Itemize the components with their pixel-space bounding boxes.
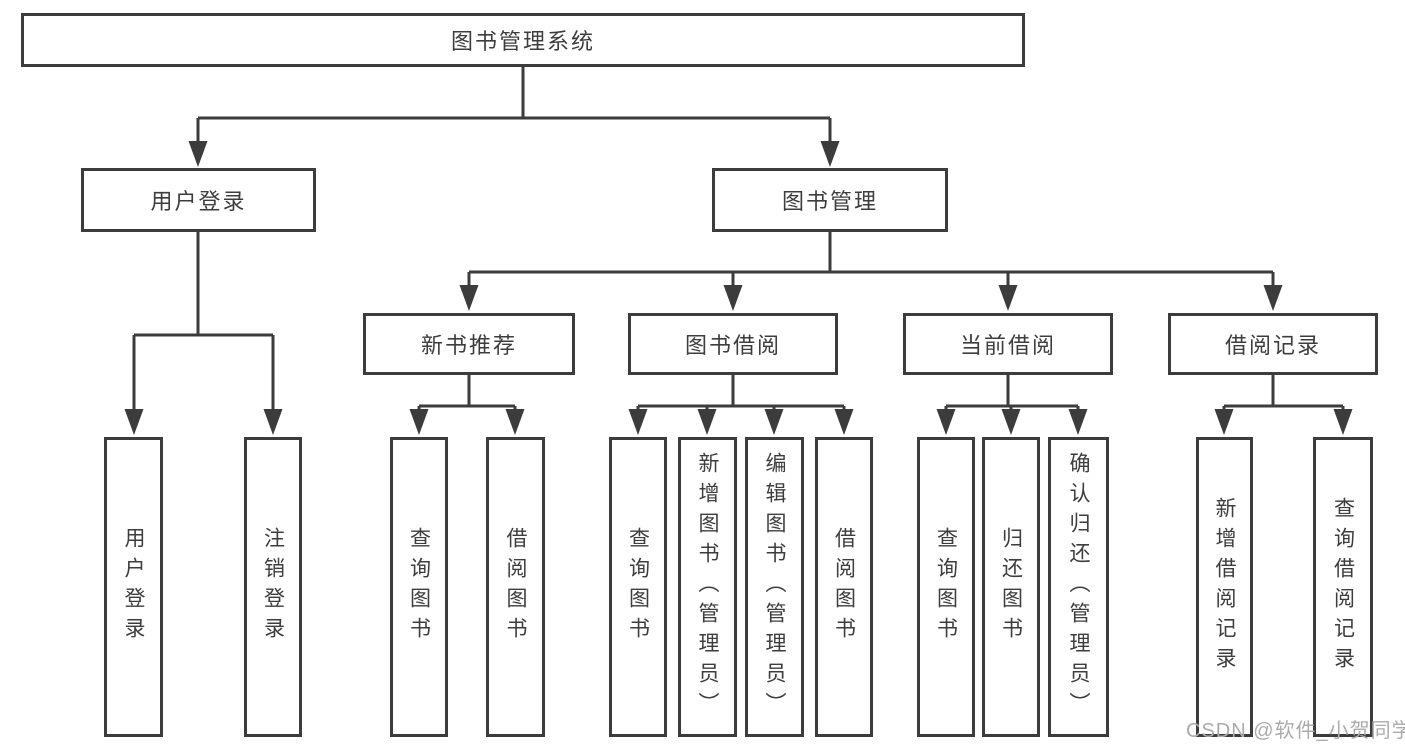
leaf-label: 新增图书（管理员） (696, 452, 719, 722)
leaf-label: 用户登录 (122, 527, 145, 647)
leaf-logout: 注销登录 (244, 437, 302, 737)
node-label: 用户登录 (150, 189, 247, 214)
leaf-return-books: 归还图书 (982, 437, 1040, 737)
node-borrowing-records: 借阅记录 (1168, 313, 1378, 375)
leaf-label: 确认归还（管理员） (1067, 452, 1090, 722)
leaf-label: 注销登录 (261, 527, 285, 647)
leaf-query-books-current: 查询图书 (917, 437, 975, 737)
leaf-edit-books-admin: 编辑图书（管理员） (745, 437, 804, 737)
leaf-label: 查询图书 (934, 527, 958, 647)
leaf-label: 新增借阅记录 (1213, 497, 1236, 677)
leaf-label: 归还图书 (999, 527, 1023, 647)
leaf-add-books-admin: 新增图书（管理员） (678, 437, 737, 737)
leaf-label: 查询图书 (407, 527, 431, 647)
leaf-label: 借阅图书 (504, 527, 527, 647)
leaf-borrow-books-recommend: 借阅图书 (486, 437, 545, 737)
node-label: 新书推荐 (420, 333, 517, 358)
node-book-borrowing: 图书借阅 (628, 313, 838, 375)
node-user-login: 用户登录 (81, 168, 316, 232)
leaf-user-login: 用户登录 (104, 437, 163, 737)
node-label: 借阅记录 (1224, 333, 1321, 358)
arrowheads (124, 141, 1353, 435)
leaf-add-borrow-record: 新增借阅记录 (1196, 437, 1253, 737)
leaf-label: 编辑图书（管理员） (763, 452, 786, 722)
leaf-borrow-books: 借阅图书 (815, 437, 873, 737)
leaf-query-borrow-record: 查询借阅记录 (1313, 437, 1373, 737)
node-label: 图书管理系统 (450, 29, 595, 54)
node-book-management: 图书管理 (712, 168, 948, 232)
leaf-confirm-return-admin: 确认归还（管理员） (1048, 437, 1109, 737)
node-label: 当前借阅 (959, 333, 1056, 358)
node-label: 图书管理 (781, 189, 878, 214)
node-current-borrowing: 当前借阅 (903, 313, 1113, 375)
node-label: 图书借阅 (684, 333, 781, 358)
leaf-query-books-borrowing: 查询图书 (609, 437, 667, 737)
leaf-query-books-recommend: 查询图书 (390, 437, 448, 737)
leaf-label: 借阅图书 (832, 527, 856, 647)
watermark: CSDN @软件_小贺同学 (1186, 720, 1405, 742)
node-root: 图书管理系统 (21, 13, 1025, 67)
leaf-label: 查询图书 (626, 527, 650, 647)
leaf-label: 查询借阅记录 (1331, 497, 1355, 677)
node-new-book-recommend: 新书推荐 (363, 313, 575, 375)
